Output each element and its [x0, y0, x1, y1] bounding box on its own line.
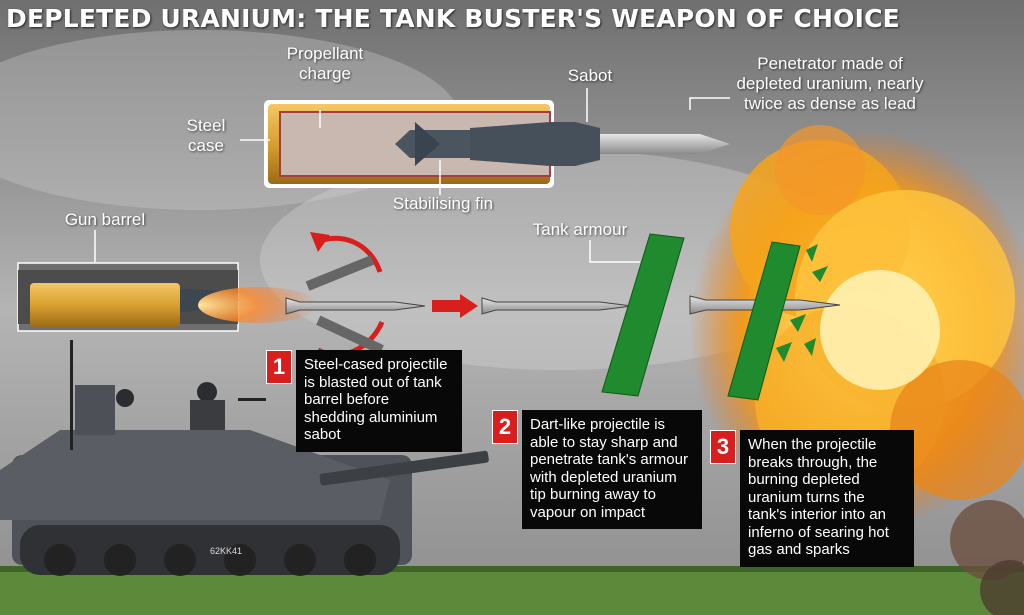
- step-3-text: When the projectile breaks through, the …: [740, 430, 914, 567]
- leader-lines: [94, 88, 730, 263]
- label-sabot: Sabot: [567, 66, 613, 85]
- label-steel-case: Steel case: [186, 116, 226, 155]
- step-3-number: 3: [710, 430, 736, 464]
- gun-barrel: [17, 262, 318, 332]
- label-stabilising-fin: Stabilising fin: [392, 194, 494, 213]
- shell-cross-section: [264, 100, 730, 188]
- label-tank-armour: Tank armour: [532, 220, 628, 239]
- label-propellant-charge: Propellant charge: [286, 44, 364, 83]
- tank-number-plate: 62KK41: [210, 546, 243, 556]
- step-2: 2 Dart-like projectile is able to stay s…: [492, 410, 702, 529]
- step-1: 1 Steel-cased projectile is blasted out …: [266, 350, 462, 452]
- step-1-number: 1: [266, 350, 292, 384]
- page-title: DEPLETED URANIUM: THE TANK BUSTER'S WEAP…: [6, 4, 900, 33]
- step-2-text: Dart-like projectile is able to stay sha…: [522, 410, 702, 529]
- step-3: 3 When the projectile breaks through, th…: [710, 430, 914, 567]
- motion-arrow: [432, 294, 478, 318]
- label-penetrator: Penetrator made of depleted uranium, nea…: [736, 54, 924, 113]
- label-gun-barrel: Gun barrel: [64, 210, 146, 229]
- step-2-number: 2: [492, 410, 518, 444]
- step-1-text: Steel-cased projectile is blasted out of…: [296, 350, 462, 452]
- tank: [0, 340, 489, 576]
- tank-armour-plates: [601, 233, 828, 401]
